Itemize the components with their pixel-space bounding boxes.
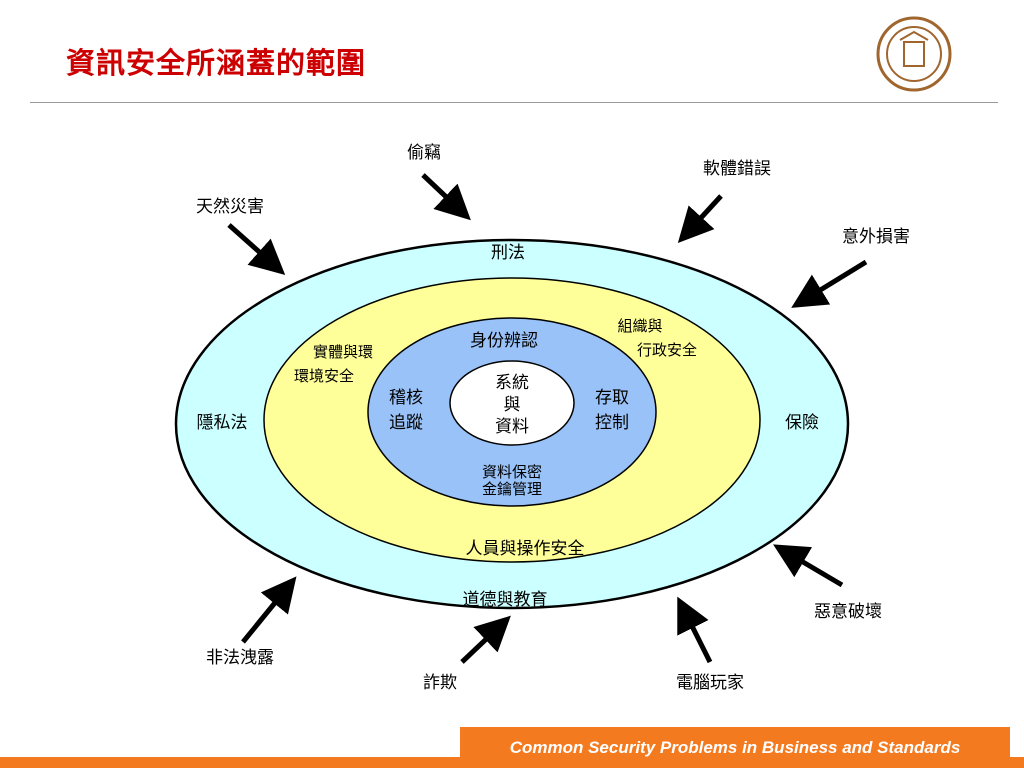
label-physical-security-2: 環境安全 — [294, 367, 354, 385]
arrow-fraud — [460, 615, 511, 664]
label-identification: 身份辨認 — [470, 331, 538, 351]
threat-malicious-damage: 惡意破壞 — [814, 602, 882, 622]
threat-accidental-damage: 意外損害 — [842, 227, 910, 247]
label-ethics-education: 道德與教育 — [463, 590, 548, 610]
title-divider — [30, 102, 998, 103]
arrow-illegal-disclosure — [241, 576, 297, 644]
label-audit-1: 稽核 — [389, 388, 423, 408]
label-org-security-1: 組織與 — [617, 317, 662, 335]
label-criminal-law: 刑法 — [491, 243, 525, 263]
label-data-confidentiality: 資料保密 — [482, 463, 542, 481]
arrow-natural-disaster — [227, 223, 286, 275]
threat-illegal-disclosure: 非法洩露 — [206, 648, 274, 668]
university-seal-icon — [876, 16, 952, 92]
label-core-and: 與 — [504, 395, 521, 415]
slide-title: 資訊安全所涵蓋的範圍 — [66, 46, 367, 80]
arrow-malicious-damage — [773, 544, 844, 588]
label-core-system: 系統 — [495, 373, 529, 393]
arrow-software-error — [677, 194, 723, 244]
threat-hacker: 電腦玩家 — [676, 673, 744, 693]
threat-software-error: 軟體錯誤 — [703, 159, 771, 179]
threat-fraud: 詐欺 — [423, 673, 457, 693]
label-access-2: 控制 — [595, 413, 629, 433]
label-personnel-operations: 人員與操作安全 — [466, 539, 585, 559]
footer-text: Common Security Problems in Business and… — [460, 727, 1010, 768]
arrow-hacker — [677, 596, 713, 664]
core-system-and-data — [449, 360, 575, 446]
arrow-theft — [421, 173, 471, 221]
label-privacy-law: 隱私法 — [197, 413, 248, 433]
threat-theft: 偷竊 — [407, 143, 441, 163]
label-physical-security-1: 實體與環 — [313, 343, 373, 361]
label-access-1: 存取 — [595, 388, 629, 408]
label-org-security-2: 行政安全 — [637, 341, 697, 359]
label-insurance: 保險 — [785, 413, 819, 433]
label-core-data: 資料 — [495, 417, 529, 437]
arrow-accidental-damage — [791, 259, 868, 308]
label-audit-2: 追蹤 — [389, 413, 423, 433]
label-key-management: 金鑰管理 — [482, 480, 542, 498]
threat-natural-disaster: 天然災害 — [196, 197, 264, 217]
